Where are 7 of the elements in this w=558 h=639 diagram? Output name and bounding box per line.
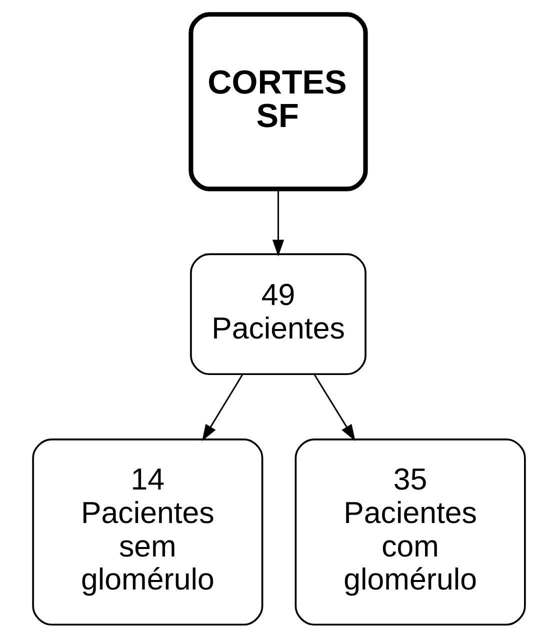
arrow — [202, 374, 244, 442]
node-box: CORTES SF — [188, 12, 368, 192]
node-box: 14 Pacientes sem glomérulo — [32, 438, 264, 626]
arrow — [314, 374, 356, 442]
arrow — [272, 189, 284, 256]
node-box: 35 Pacientes com glomérulo — [294, 438, 526, 626]
node-box: 49 Pacientes — [190, 253, 366, 376]
